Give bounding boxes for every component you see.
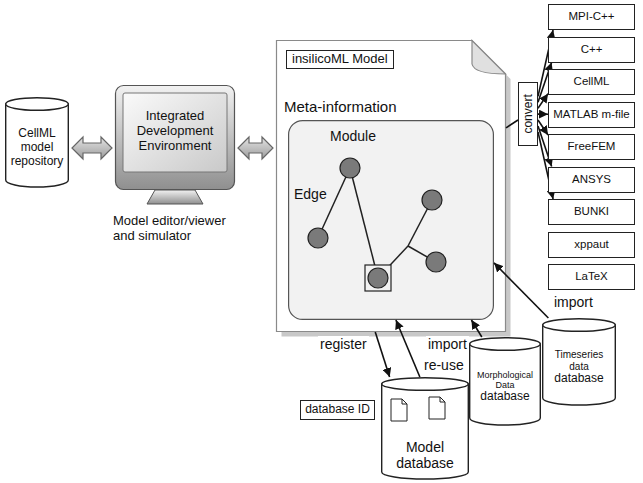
repository-cylinder: CellML model repository bbox=[5, 97, 69, 187]
format-name: xppaut bbox=[574, 238, 609, 251]
module-circle bbox=[340, 158, 360, 178]
format-box: CellML bbox=[548, 69, 635, 95]
format-name: CellML bbox=[574, 75, 610, 88]
format-box: MPI-C++ bbox=[548, 4, 635, 30]
database-cylinder: Timeseries datadatabase bbox=[542, 318, 616, 405]
database-name: database bbox=[554, 372, 603, 386]
database-subtitle: Morphological Data bbox=[472, 370, 538, 391]
edge-label: import bbox=[426, 336, 469, 352]
format-name: ANSYS bbox=[572, 173, 611, 186]
format-name: BUNKI bbox=[574, 205, 609, 218]
block-arrow bbox=[72, 137, 112, 159]
module-circle bbox=[308, 228, 328, 248]
graph-edge-line bbox=[350, 168, 378, 278]
cylinder-body bbox=[470, 344, 541, 425]
page-outline bbox=[277, 41, 506, 332]
model-document: insilicoML ModelMeta-informationModuleEd… bbox=[276, 40, 506, 332]
format-name: MATLAB m-file bbox=[553, 108, 629, 121]
monitor-caption: Model editor/viewer and simulator bbox=[113, 214, 238, 244]
graph-label: Edge bbox=[294, 186, 327, 202]
format-name: LaTeX bbox=[575, 270, 608, 283]
connector-arrow bbox=[375, 332, 389, 377]
screen-text: Integrated Development Environment bbox=[125, 95, 225, 168]
selection-square bbox=[365, 265, 391, 291]
cylinder-body bbox=[6, 104, 69, 187]
format-name: C++ bbox=[581, 43, 603, 56]
database-cylinder: Model database bbox=[381, 377, 469, 479]
section-heading: Meta-information bbox=[284, 98, 397, 115]
repository-name: CellML model repository bbox=[8, 127, 66, 168]
document-icon bbox=[429, 397, 445, 419]
format-name: MPI-C++ bbox=[568, 10, 614, 23]
monitor-frame bbox=[116, 86, 235, 190]
database-name: database bbox=[480, 390, 529, 404]
inner-outline bbox=[288, 120, 494, 320]
document-icon bbox=[391, 399, 407, 421]
module-circle bbox=[426, 252, 446, 272]
edge-label: re-use bbox=[422, 357, 466, 373]
block-arrow bbox=[238, 137, 273, 159]
cylinder-top bbox=[6, 98, 69, 111]
format-box: LaTeX bbox=[548, 264, 635, 290]
edge-label: register bbox=[318, 336, 369, 352]
monitor-screen bbox=[123, 93, 227, 172]
ide-monitor: Integrated Development EnvironmentModel … bbox=[115, 85, 235, 190]
format-name: FreeFEM bbox=[568, 140, 616, 153]
edge-label: import bbox=[552, 294, 595, 310]
monitor-stand bbox=[147, 190, 203, 204]
format-box: MATLAB m-file bbox=[548, 102, 635, 128]
cylinder-top bbox=[470, 338, 541, 351]
rotated-label: convert bbox=[521, 94, 535, 133]
format-box: C++ bbox=[548, 37, 635, 63]
format-box: ANSYS bbox=[548, 167, 635, 193]
convert-box: convert bbox=[518, 82, 538, 146]
connector-arrow bbox=[538, 94, 548, 109]
graph-label: Module bbox=[330, 128, 376, 144]
cylinder-body bbox=[543, 325, 616, 405]
cylinder-top bbox=[382, 378, 469, 391]
graph-panel: ModuleEdge bbox=[288, 120, 494, 320]
id-tag: database ID bbox=[300, 400, 375, 420]
cylinder-body bbox=[382, 384, 469, 479]
document-title: insilicoML Model bbox=[286, 50, 394, 69]
module-circle bbox=[368, 268, 388, 288]
format-box: xppaut bbox=[548, 232, 635, 258]
module-circle bbox=[422, 190, 442, 210]
database-name: Model database bbox=[384, 439, 466, 471]
connector-arrow bbox=[538, 113, 548, 115]
format-box: BUNKI bbox=[548, 199, 635, 225]
database-subtitle: Timeseries data bbox=[545, 349, 613, 372]
panel-outline bbox=[289, 121, 494, 320]
graph-edge-line bbox=[318, 168, 350, 238]
format-box: FreeFEM bbox=[548, 134, 635, 160]
page-fold bbox=[472, 41, 506, 75]
tag-text: database ID bbox=[305, 403, 370, 417]
cylinder-top bbox=[543, 319, 616, 332]
database-cylinder: Morphological Datadatabase bbox=[469, 337, 541, 425]
